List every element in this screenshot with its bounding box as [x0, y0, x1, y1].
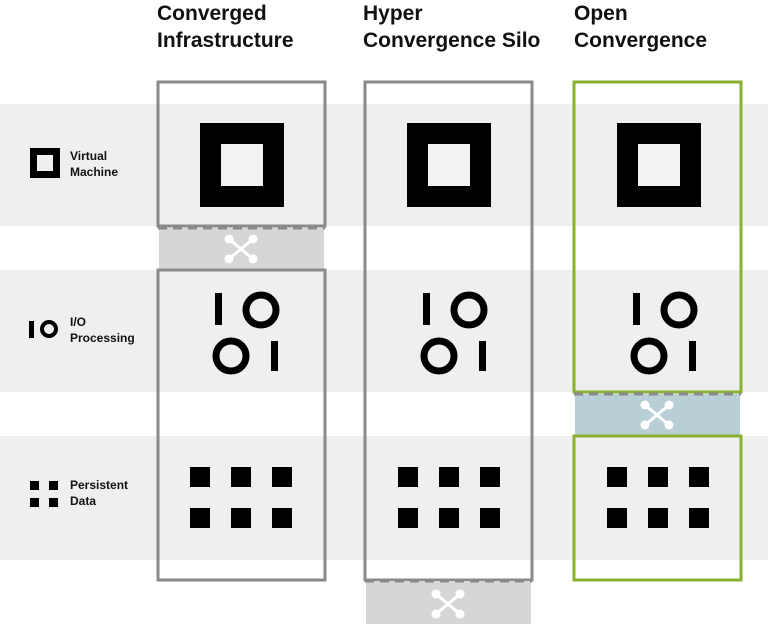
ci-vm-box — [156, 80, 327, 228]
oc-persistent-data-icon — [607, 467, 709, 528]
legend-io-processing-icon — [29, 320, 58, 338]
ci-virtual-machine-icon — [200, 123, 284, 207]
legend-virtual-machine-icon — [30, 148, 60, 178]
oc-virtual-machine-icon — [617, 123, 701, 207]
row-band-persistent-data — [0, 436, 768, 560]
ci-io-processing-icon — [215, 293, 278, 371]
column-open-convergence — [572, 80, 743, 582]
ci-persistent-data-icon — [190, 467, 292, 528]
oc-io-processing-icon — [633, 293, 696, 371]
column-converged-infrastructure — [156, 80, 327, 582]
legend-persistent-data-icon — [30, 481, 58, 507]
oc-storage-box — [572, 434, 743, 582]
oc-compute-box — [572, 80, 743, 394]
hcs-persistent-data-icon — [398, 467, 500, 528]
column-hyper-convergence-silo — [363, 80, 534, 624]
hcs-virtual-machine-icon — [407, 123, 491, 207]
ci-storage-box — [156, 268, 327, 582]
hcs-io-processing-icon — [423, 293, 486, 371]
